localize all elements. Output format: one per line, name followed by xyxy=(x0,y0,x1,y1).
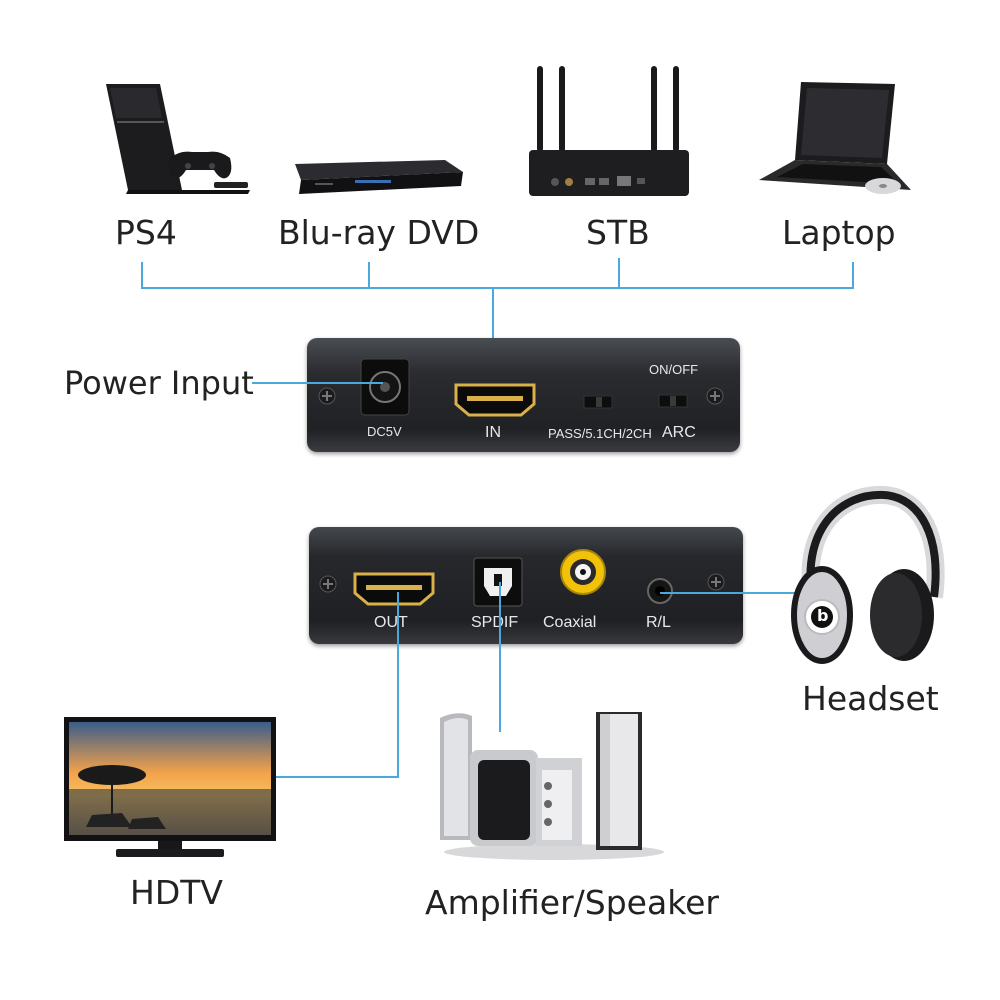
hdtv-connector-line-horizontal xyxy=(242,776,399,778)
laptop-icon xyxy=(759,82,911,194)
back-left-screw-icon xyxy=(319,575,337,593)
dc-power-jack-icon xyxy=(360,358,410,416)
rl-label: R/L xyxy=(646,614,671,631)
coaxial-label: Coaxial xyxy=(543,614,597,631)
amplifier-speaker-label: Amplifier/Speaker xyxy=(425,883,720,922)
back-right-screw-icon xyxy=(707,573,725,591)
ps4-console-icon xyxy=(106,84,250,194)
stb-router-icon xyxy=(529,66,689,196)
laptop-label: Laptop xyxy=(782,213,896,252)
stb-label: STB xyxy=(586,213,650,252)
coaxial-rca-port-icon xyxy=(560,549,606,595)
arc-switch-icon[interactable] xyxy=(658,393,688,409)
headset-label: Headset xyxy=(802,679,939,718)
power-input-connector-line xyxy=(252,382,383,384)
hdtv-icon xyxy=(64,717,276,857)
power-input-label: Power Input xyxy=(64,364,254,402)
ps4-connector-line xyxy=(141,262,143,288)
sources-bus-line xyxy=(141,287,854,289)
hdmi-in-label: IN xyxy=(485,424,501,441)
spdif-port-icon xyxy=(473,557,523,607)
stb-connector-line xyxy=(618,258,620,288)
mode-switch-icon[interactable] xyxy=(583,394,613,410)
amplifier-speaker-icon xyxy=(440,712,664,860)
laptop-connector-line xyxy=(852,262,854,288)
hdtv-connector-line-vertical xyxy=(397,592,399,778)
mode-switch-label: PASS/5.1CH/2CH xyxy=(548,426,652,441)
arc-label: ARC xyxy=(662,424,696,441)
headset-icon xyxy=(791,485,945,664)
headphone-jack-icon xyxy=(647,578,673,604)
ps4-label: PS4 xyxy=(115,213,177,252)
bluray-player-icon xyxy=(295,160,463,194)
headset-connector-line xyxy=(660,592,795,594)
hdmi-out-label: OUT xyxy=(374,614,408,631)
on-off-label: ON/OFF xyxy=(649,362,699,377)
hdtv-label: HDTV xyxy=(130,873,223,912)
front-right-screw-icon xyxy=(706,387,724,405)
hdmi-in-port-icon xyxy=(454,383,536,417)
bluray-connector-line xyxy=(368,262,370,288)
dc5v-label: DC5V xyxy=(367,424,402,439)
spdif-label: SPDIF xyxy=(471,614,519,631)
headphone-logo: b xyxy=(817,606,829,625)
front-left-screw-icon xyxy=(318,387,336,405)
bluray-label: Blu-ray DVD xyxy=(278,213,480,252)
amplifier-connector-line xyxy=(499,582,501,732)
hdmi-out-port-icon xyxy=(353,572,435,606)
